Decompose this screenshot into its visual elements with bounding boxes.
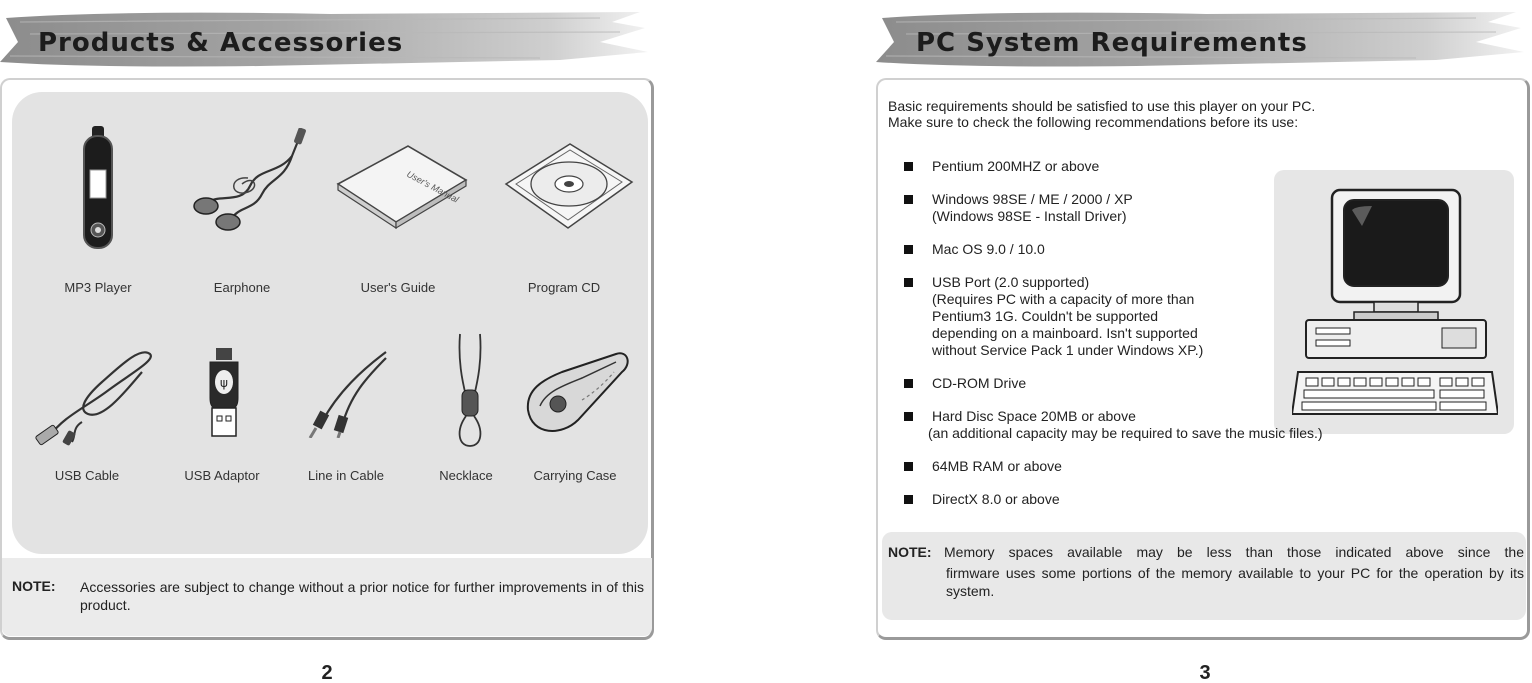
item-label-usb-adaptor: USB Adaptor [184,468,260,483]
note-text-line-1: Memory spaces available may be less than… [944,544,1524,560]
item-label-usb-cable: USB Cable [54,468,120,483]
earphone-icon [193,128,306,231]
item-label-users-guide: User's Guide [360,280,436,295]
requirement-item: DirectX 8.0 or above [900,491,1323,508]
page-title: Products & Accessories [38,28,404,58]
content-frame: Basic requirements should be satisfied t… [876,78,1530,640]
requirement-item: Pentium 200MHZ or above [900,158,1323,175]
requirement-line: Mac OS 9.0 / 10.0 [932,241,1045,257]
item-label-carrying-case: Carrying Case [533,468,617,483]
requirement-item: Mac OS 9.0 / 10.0 [900,241,1323,258]
requirement-line: USB Port (2.0 supported) [932,274,1090,290]
intro-line-2: Make sure to check the following recomme… [888,114,1299,130]
note-label: NOTE: [12,578,56,594]
note-box: NOTE: Memory spaces available may be les… [882,532,1526,620]
note-text-rest: firmware uses some portions of the memor… [946,565,1524,599]
item-label-earphone: Earphone [213,280,271,295]
section-banner: Products & Accessories [0,8,650,70]
pc-illustration-panel [1274,170,1514,434]
square-bullet-icon [904,162,913,171]
note-label: NOTE: [888,544,932,560]
requirement-line: CD-ROM Drive [932,375,1027,391]
intro-line-1: Basic requirements should be satisfied t… [888,98,1316,114]
page-products-accessories: Products & Accessories [0,0,656,683]
requirement-item: USB Port (2.0 supported) (Requires PC wi… [900,274,1323,359]
requirement-line: without Service Pack 1 under Windows XP.… [932,342,1204,358]
products-panel: User's Manual ψ [12,92,648,554]
item-label-program-cd: Program CD [527,280,601,295]
users-guide-icon: User's Manual [336,145,468,230]
note-box: NOTE: Accessories are subject to change … [2,558,652,636]
requirement-item: 64MB RAM or above [900,458,1323,475]
requirement-line: Pentium3 1G. Couldn't be supported [932,308,1159,324]
requirement-line: 64MB RAM or above [932,458,1062,474]
square-bullet-icon [904,278,913,287]
square-bullet-icon [904,495,913,504]
page-number: 2 [321,662,333,683]
requirement-line: DirectX 8.0 or above [932,491,1060,507]
section-banner: PC System Requirements [876,8,1526,70]
square-bullet-icon [904,379,913,388]
line-in-cable-icon [308,351,387,438]
square-bullet-icon [904,462,913,471]
desktop-computer-icon [1292,188,1498,415]
page-pc-system-requirements: PC System Requirements Basic requirement… [876,0,1532,683]
requirement-line: (an additional capacity may be required … [928,425,1323,441]
intro-text: Basic requirements should be satisfied t… [888,98,1315,130]
requirement-line: (Requires PC with a capacity of more tha… [932,291,1195,307]
requirement-line: Pentium 200MHZ or above [932,158,1100,174]
item-label-line-in-cable: Line in Cable [308,468,384,483]
square-bullet-icon [904,412,913,421]
program-cd-icon [504,143,634,229]
content-frame: User's Manual ψ [0,78,654,640]
requirement-line: (Windows 98SE - Install Driver) [932,208,1127,224]
note-text: Accessories are subject to change withou… [80,579,644,613]
item-label-necklace: Necklace [439,468,493,483]
square-bullet-icon [904,245,913,254]
requirement-item: CD-ROM Drive [900,375,1323,392]
usb-cable-icon [35,351,152,446]
svg-text:ψ: ψ [220,376,228,390]
usb-adaptor-icon: ψ [209,348,239,437]
requirement-line: depending on a mainboard. Isn't supporte… [932,325,1198,341]
requirements-list: Pentium 200MHZ or above Windows 98SE / M… [900,158,1323,508]
square-bullet-icon [904,195,913,204]
carrying-case-icon [526,352,629,432]
requirement-item: Hard Disc Space 20MB or above (an additi… [900,408,1323,442]
requirement-line: Windows 98SE / ME / 2000 / XP [932,191,1133,207]
item-label-mp3-player: MP3 Player [64,280,132,295]
requirement-item: Windows 98SE / ME / 2000 / XP (Windows 9… [900,191,1323,225]
page-title: PC System Requirements [916,28,1308,58]
necklace-icon [458,333,482,447]
requirement-line: Hard Disc Space 20MB or above [932,408,1136,424]
mp3-player-icon [83,126,113,249]
page-number: 3 [1199,662,1211,683]
